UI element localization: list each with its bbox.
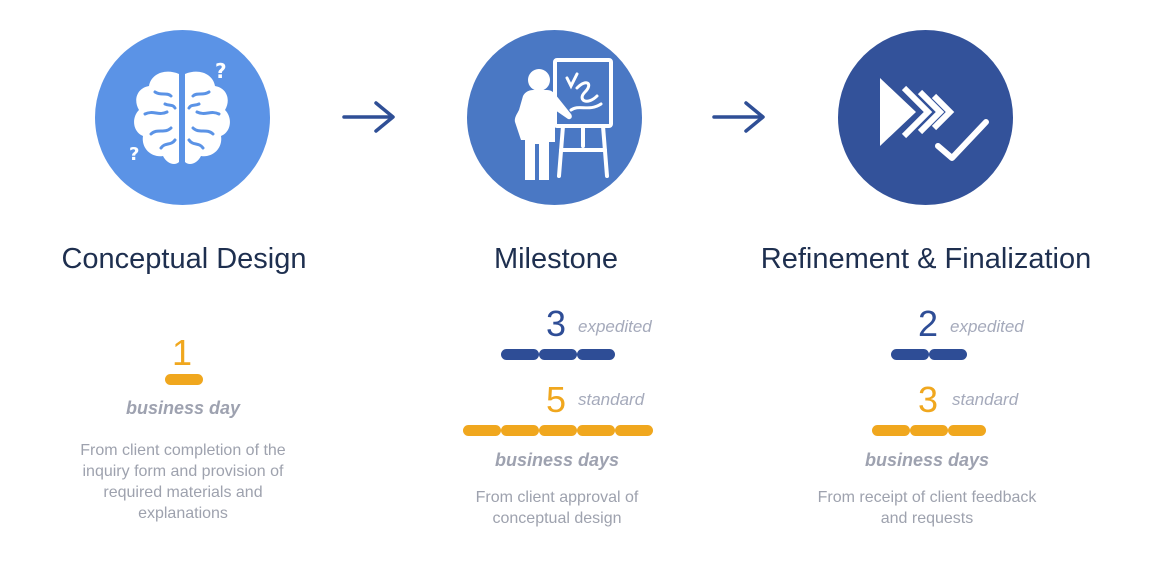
conceptual-design-circle: ? ?	[95, 30, 270, 205]
expedited-day-pill	[929, 349, 967, 360]
standard-day-pill	[910, 425, 948, 436]
description-line: required materials and	[103, 484, 263, 501]
description-line: inquiry form and provision of	[82, 463, 284, 480]
step-title: Conceptual Design	[61, 243, 307, 275]
step-title: Refinement & Finalization	[760, 243, 1092, 275]
step-description: From receipt of client feedback and requ…	[777, 487, 1077, 529]
business-days-label: business day	[125, 398, 241, 418]
expedited-days-value: 3	[546, 303, 567, 344]
expedited-days-value: 2	[918, 303, 939, 344]
standard-day-pill	[577, 425, 615, 436]
description-line: and requests	[880, 510, 974, 527]
standard-day-pill	[615, 425, 653, 436]
expedited-label: expedited	[578, 317, 652, 336]
step-title: Milestone	[493, 243, 619, 275]
step-description: From client completion of the inquiry fo…	[33, 440, 333, 524]
standard-day-pill	[501, 425, 539, 436]
standard-label: standard	[952, 390, 1019, 409]
expedited-day-pill	[891, 349, 929, 360]
expedited-day-pill	[539, 349, 577, 360]
description-line: From receipt of client feedback	[817, 489, 1037, 506]
standard-day-pill	[872, 425, 910, 436]
standard-days-value: 5	[546, 379, 567, 420]
standard-days-value: 3	[918, 379, 939, 420]
business-days-label: business days	[864, 450, 990, 470]
milestone-circle	[467, 30, 642, 205]
standard-day-pill	[539, 425, 577, 436]
presenter-easel-icon	[514, 58, 613, 180]
svg-text:?: ?	[215, 59, 227, 83]
standard-days-value: 1	[172, 332, 193, 373]
description-line: conceptual design	[492, 510, 622, 527]
brain-question-icon: ? ?	[129, 59, 230, 165]
standard-day-pill	[948, 425, 986, 436]
expedited-day-pill	[501, 349, 539, 360]
standard-day-pill	[165, 374, 203, 385]
arrow-right-icon	[342, 101, 395, 133]
step-description: From client approval of conceptual desig…	[407, 487, 707, 529]
expedited-day-pill	[577, 349, 615, 360]
description-line: From client approval of	[475, 489, 639, 506]
description-line: From client completion of the	[80, 442, 286, 459]
description-line: explanations	[138, 505, 228, 522]
fast-forward-check-icon	[880, 78, 989, 161]
arrow-right-icon	[712, 101, 765, 133]
standard-label: standard	[578, 390, 645, 409]
expedited-label: expedited	[950, 317, 1024, 336]
refinement-circle	[838, 30, 1013, 205]
standard-day-pill	[463, 425, 501, 436]
business-days-label: business days	[494, 450, 620, 470]
svg-text:?: ?	[129, 144, 139, 165]
